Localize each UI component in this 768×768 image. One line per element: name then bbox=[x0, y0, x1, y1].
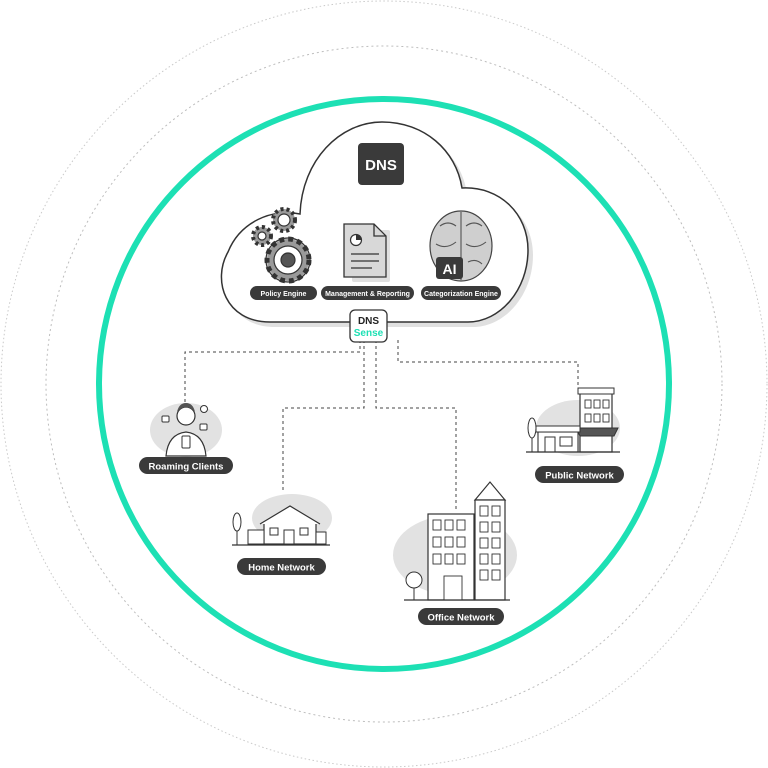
line-office bbox=[375, 340, 457, 510]
network-label-home-text: Home Network bbox=[248, 563, 315, 574]
engine-label-management: Management & Reporting bbox=[321, 286, 414, 300]
dns-badge-text: DNS bbox=[365, 157, 397, 174]
engine-label-management-text: Management & Reporting bbox=[325, 291, 410, 298]
engine-label-policy-text: Policy Engine bbox=[261, 291, 307, 298]
logo-line2: Sense bbox=[354, 328, 384, 339]
roaming-person-icon bbox=[150, 403, 222, 457]
ai-badge-text: AI bbox=[443, 261, 457, 277]
engine-label-categorization: Categorization Engine bbox=[421, 286, 501, 300]
ai-brain-icon: AI bbox=[429, 210, 493, 282]
logo-line1: DNS bbox=[358, 316, 379, 327]
report-document-icon bbox=[343, 223, 390, 282]
network-label-office: Office Network bbox=[418, 608, 504, 625]
network-label-roaming-text: Roaming Clients bbox=[149, 462, 224, 473]
network-label-home: Home Network bbox=[237, 558, 326, 575]
line-home bbox=[282, 340, 365, 492]
storefront-icon bbox=[526, 387, 620, 456]
network-label-public: Public Network bbox=[535, 466, 624, 483]
network-label-roaming: Roaming Clients bbox=[139, 457, 233, 474]
network-label-office-text: Office Network bbox=[427, 613, 495, 624]
dns-sense-logo: DNS Sense bbox=[349, 309, 388, 343]
connection-lines bbox=[184, 340, 579, 510]
network-label-public-text: Public Network bbox=[545, 471, 614, 482]
engine-label-categorization-text: Categorization Engine bbox=[424, 291, 498, 298]
gears-icon bbox=[251, 207, 312, 284]
coverage-ring bbox=[96, 96, 672, 672]
middle-dotted-ring bbox=[45, 45, 723, 723]
line-roaming bbox=[184, 340, 361, 405]
line-public bbox=[397, 340, 579, 390]
house-icon bbox=[232, 494, 332, 546]
dns-badge: DNS bbox=[358, 143, 404, 185]
office-buildings-icon bbox=[393, 481, 517, 601]
engine-label-policy: Policy Engine bbox=[250, 286, 317, 300]
